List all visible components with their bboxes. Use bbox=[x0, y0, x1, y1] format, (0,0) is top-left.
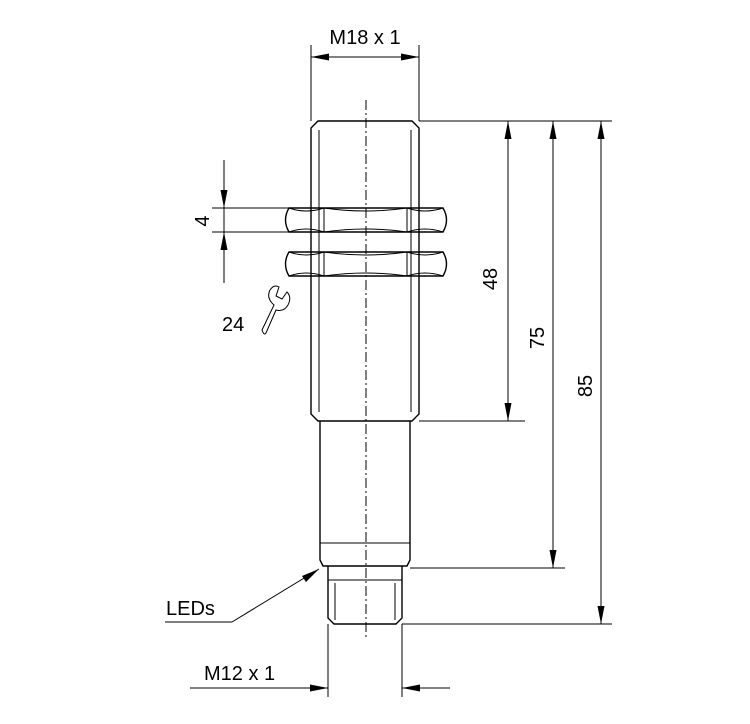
thread-connector-label: M12 x 1 bbox=[204, 663, 275, 685]
lock-nut-lower bbox=[284, 251, 448, 277]
nut-thickness-label: 4 bbox=[192, 215, 214, 226]
wrench-icon bbox=[261, 285, 291, 335]
dim-body-length-label: 75 bbox=[527, 327, 549, 349]
dimension-thread-connector: M12 x 1 bbox=[190, 624, 450, 697]
sensor-outline bbox=[310, 120, 420, 625]
thread-main-label: M18 x 1 bbox=[329, 27, 400, 49]
leds-callout: LEDs bbox=[165, 568, 320, 623]
dim-total-length-label: 85 bbox=[575, 375, 597, 397]
dimension-thread-main: M18 x 1 bbox=[310, 27, 420, 121]
wrench-size-label: 24 bbox=[222, 314, 244, 336]
wrench-size: 24 bbox=[222, 285, 291, 336]
dimension-threaded-length: 48 bbox=[419, 120, 612, 422]
dimension-body-length: 75 bbox=[410, 121, 565, 569]
dimension-nut-thickness: 4 bbox=[192, 160, 289, 283]
leds-label: LEDs bbox=[166, 598, 215, 620]
dimension-total-length: 85 bbox=[402, 121, 612, 625]
dim-threaded-length-label: 48 bbox=[480, 268, 502, 290]
